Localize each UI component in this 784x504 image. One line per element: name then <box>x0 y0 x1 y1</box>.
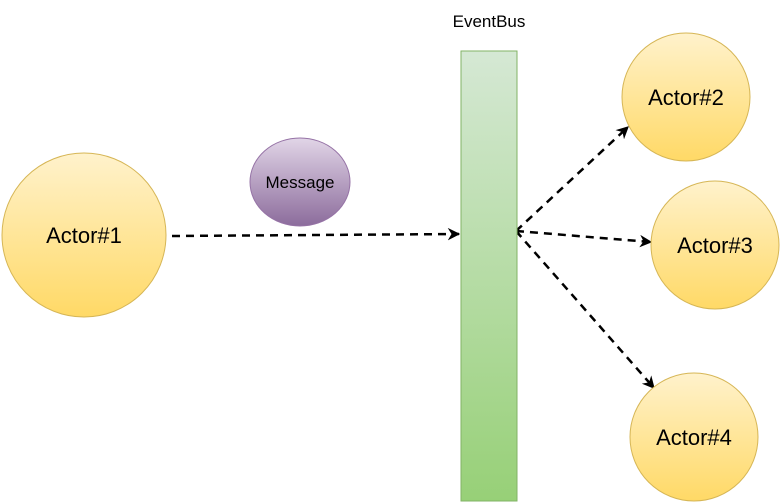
arrow-eventbus-to-actor4[interactable] <box>515 230 655 389</box>
arrow-eventbus-to-actor2[interactable] <box>515 126 629 232</box>
event-bus-label: EventBus <box>453 12 526 31</box>
arrow-eventbus-to-actor3[interactable] <box>515 229 653 248</box>
actor-circle[interactable] <box>629 372 759 502</box>
message-ellipse[interactable] <box>249 137 351 227</box>
connectors <box>171 126 655 389</box>
actor-circle[interactable] <box>621 32 751 162</box>
actor-circle[interactable] <box>650 180 780 310</box>
actor-label: Actor#1 <box>46 223 122 248</box>
actor-node-1[interactable]: Actor#1 <box>1 152 167 318</box>
actor-label: Actor#2 <box>648 85 724 110</box>
message-node[interactable]: Message <box>249 137 351 227</box>
actor-node-4[interactable]: Actor#4 <box>629 372 759 502</box>
event-bus-bar[interactable] <box>460 50 518 502</box>
actor-label: Actor#4 <box>656 425 732 450</box>
actor-circle[interactable] <box>1 152 167 318</box>
actor-node-2[interactable]: Actor#2 <box>621 32 751 162</box>
actor-node-3[interactable]: Actor#3 <box>650 180 780 310</box>
event-bus[interactable]: EventBus <box>453 12 526 502</box>
actor-label: Actor#3 <box>677 233 753 258</box>
arrow-actor1-to-eventbus[interactable] <box>171 227 461 241</box>
message-label: Message <box>266 173 335 192</box>
